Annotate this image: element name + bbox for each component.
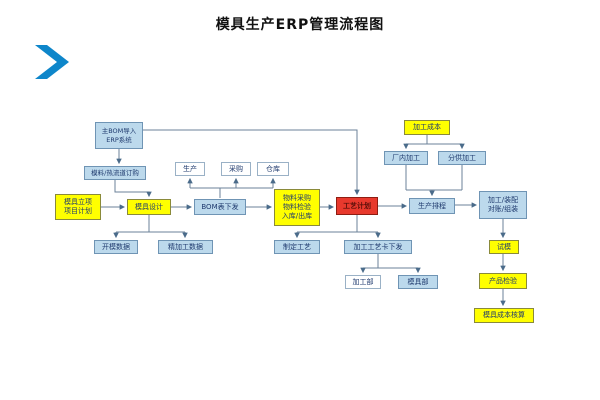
node-finish-data: 精加工数据 — [158, 240, 213, 254]
node-mold-dept: 模具部 — [398, 275, 438, 289]
node-scheduling: 生产排程 — [409, 198, 455, 214]
node-mold-data: 开模数据 — [94, 240, 138, 254]
node-purchasing: 采购 — [221, 162, 251, 176]
page-title: 模具生产ERP管理流程图 — [215, 17, 385, 33]
node-outsourced-processing: 分供加工 — [438, 151, 486, 165]
node-product-inspection: 产品检验 — [479, 273, 527, 289]
node-process-card-issue: 加工工艺卡下发 — [344, 240, 412, 254]
node-project-plan: 模具立项 项目计划 — [55, 194, 101, 220]
node-mold-design: 模具设计 — [127, 199, 171, 215]
node-bom-import: 主BOM导入 ERP系统 — [95, 122, 143, 149]
node-material-flow: 物料采购 物料检验 入库/出库 — [274, 189, 320, 226]
node-trial-mold: 试模 — [489, 240, 519, 254]
chevron-right-icon — [35, 45, 69, 79]
node-processing-cost: 加工成本 — [404, 120, 450, 135]
node-assembly: 加工/装配 对账/组装 — [479, 191, 527, 219]
node-production: 生产 — [175, 162, 205, 176]
node-process-plan: 工艺计划 — [336, 197, 378, 215]
node-warehouse: 仓库 — [257, 162, 289, 176]
node-cost-accounting: 模具成本核算 — [474, 308, 534, 323]
node-machining-dept: 加工部 — [345, 275, 381, 289]
node-inhouse-processing: 厂内加工 — [384, 151, 428, 165]
node-confirm-process: 制定工艺 — [274, 240, 320, 254]
node-bom-issue: BOM表下发 — [194, 199, 246, 215]
node-material-order: 模料/热流道订购 — [84, 166, 146, 180]
